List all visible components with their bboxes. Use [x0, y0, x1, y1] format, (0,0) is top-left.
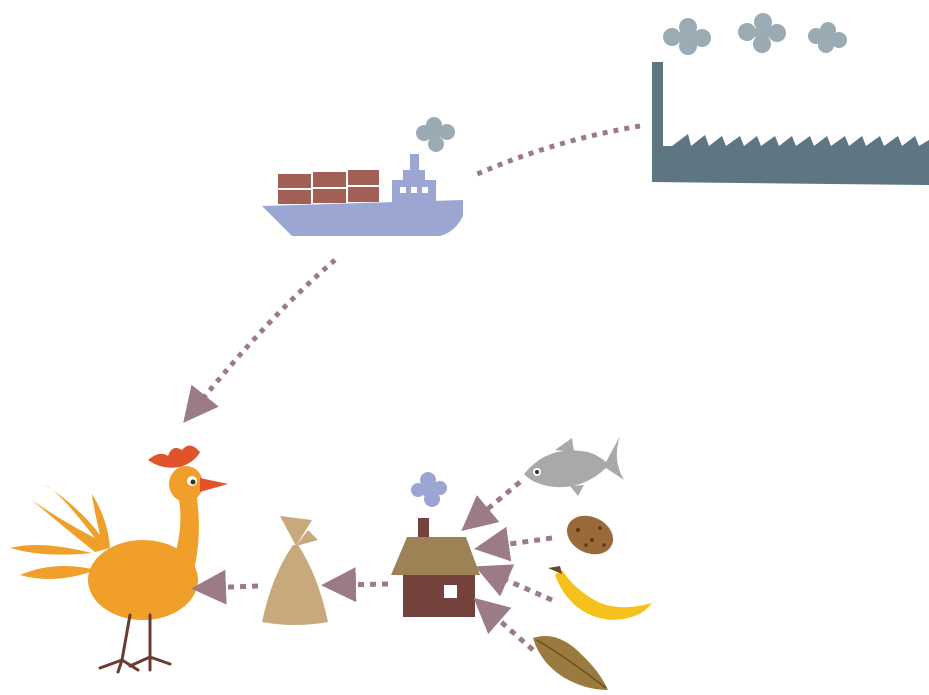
- flow-arrow-kitchen-to-sack: [321, 567, 389, 603]
- leaf-icon: [533, 636, 608, 690]
- flow-arrow-sack-to-chicken: [191, 569, 259, 605]
- flow-arrow-potato-to-kitchen: [474, 526, 553, 562]
- flow-arrow-leaf-to-kitchen: [473, 597, 535, 652]
- fish-icon: [524, 436, 624, 496]
- smoke-cloud-icon: [663, 13, 847, 55]
- banana-icon: [548, 566, 652, 620]
- factory-icon: [652, 62, 929, 185]
- flow-arrow-ship-to-chicken: [183, 258, 337, 423]
- potato-icon: [566, 515, 614, 555]
- cargo-ship-icon: [262, 117, 463, 236]
- flow-arrow-banana-to-kitchen: [475, 564, 554, 603]
- feed-sack-icon: [262, 516, 328, 625]
- flow-arrow-fish-to-kitchen: [461, 480, 522, 531]
- chicken-icon: [10, 445, 228, 674]
- flow-arrow-factory-to-ship: [473, 123, 641, 178]
- kitchen-house-icon: [391, 472, 480, 617]
